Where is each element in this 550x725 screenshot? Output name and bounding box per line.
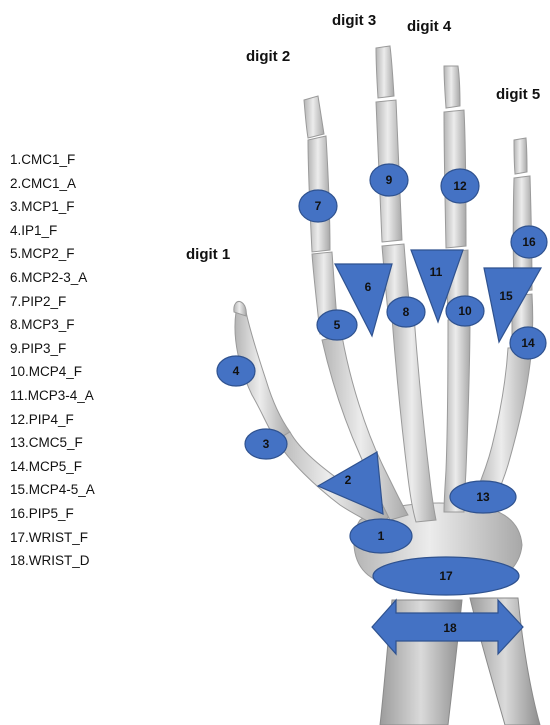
digit-2-label: digit 2	[246, 48, 291, 65]
marker-2-label: 2	[345, 473, 352, 487]
marker-11-mcp3-4-a	[410, 249, 464, 324]
digit-1-label: digit 1	[186, 246, 231, 263]
legend-item: 5.MCP2_F	[10, 246, 75, 262]
legend-item: 9.PIP3_F	[10, 340, 67, 356]
digit-4-label: digit 4	[407, 18, 452, 35]
legend-item: 6.MCP2-3_A	[10, 269, 88, 285]
joint-markers	[216, 163, 548, 656]
marker-16-pip5-f	[510, 225, 548, 259]
marker-12-label: 12	[453, 179, 467, 193]
legend-item: 3.MCP1_F	[10, 199, 75, 215]
marker-15-mcp4-5-a	[483, 267, 543, 344]
marker-13-cmc5-f	[449, 480, 517, 514]
marker-5-label: 5	[334, 318, 341, 332]
marker-2-cmc1-a	[316, 451, 384, 515]
digit-5-label: digit 5	[496, 86, 541, 103]
legend-item: 18.WRIST_D	[10, 553, 90, 569]
marker-16-label: 16	[522, 235, 536, 249]
marker-6-label: 6	[365, 280, 372, 294]
marker-7-label: 7	[315, 199, 322, 213]
digit-2-bones	[303, 95, 409, 521]
marker-10-mcp4-f	[445, 295, 485, 327]
marker-18-wrist-d	[371, 598, 524, 656]
marker-10-label: 10	[458, 304, 472, 318]
legend-item: 16.PIP5_F	[10, 505, 74, 521]
marker-15-label: 15	[499, 289, 513, 303]
legend-item: 2.CMC1_A	[10, 175, 77, 191]
legend-item: 11.MCP3-4_A	[10, 387, 94, 403]
digit-3-label: digit 3	[332, 12, 377, 29]
marker-9-label: 9	[386, 173, 393, 187]
marker-8-label: 8	[403, 305, 410, 319]
legend-item: 15.MCP4-5_A	[10, 482, 95, 498]
legend-item: 8.MCP3_F	[10, 317, 75, 333]
marker-7-pip2-f	[298, 189, 338, 223]
marker-9-pip3-f	[369, 163, 409, 197]
marker-11-label: 11	[430, 265, 443, 279]
marker-8-mcp3-f	[386, 296, 426, 328]
legend-item: 4.IP1_F	[10, 222, 58, 238]
marker-numbers: 1 2 3 4 5 6 7 8 9 10 11 12 13 14 15 16 1…	[233, 173, 536, 635]
marker-1-label: 1	[378, 529, 385, 543]
legend-item: 14.MCP5_F	[10, 458, 83, 474]
legend-item: 13.CMC5_F	[10, 435, 83, 451]
marker-14-label: 14	[521, 336, 535, 350]
marker-17-wrist-f	[372, 556, 520, 596]
marker-6-mcp2-3-a	[334, 263, 393, 338]
marker-17-label: 17	[439, 569, 453, 583]
legend-item: 17.WRIST_F	[10, 529, 89, 545]
marker-12-pip4-f	[440, 168, 480, 204]
marker-14-mcp5-f	[509, 326, 547, 360]
marker-4-ip1-f	[216, 355, 256, 387]
marker-5-mcp2-f	[316, 309, 358, 341]
legend-item: 12.PIP4_F	[10, 411, 74, 427]
legend-item: 7.PIP2_F	[10, 293, 67, 309]
joint-legend: 1.CMC1_F 2.CMC1_A 3.MCP1_F 4.IP1_F 5.MCP…	[10, 148, 95, 573]
marker-1-cmc1-f	[349, 518, 413, 554]
legend-item: 10.MCP4_F	[10, 364, 83, 380]
marker-18-label: 18	[443, 621, 457, 635]
marker-3-label: 3	[263, 437, 270, 451]
legend-item: 1.CMC1_F	[10, 152, 76, 167]
marker-3-mcp1-f	[244, 428, 288, 460]
marker-4-label: 4	[233, 364, 240, 378]
marker-13-label: 13	[476, 490, 490, 504]
